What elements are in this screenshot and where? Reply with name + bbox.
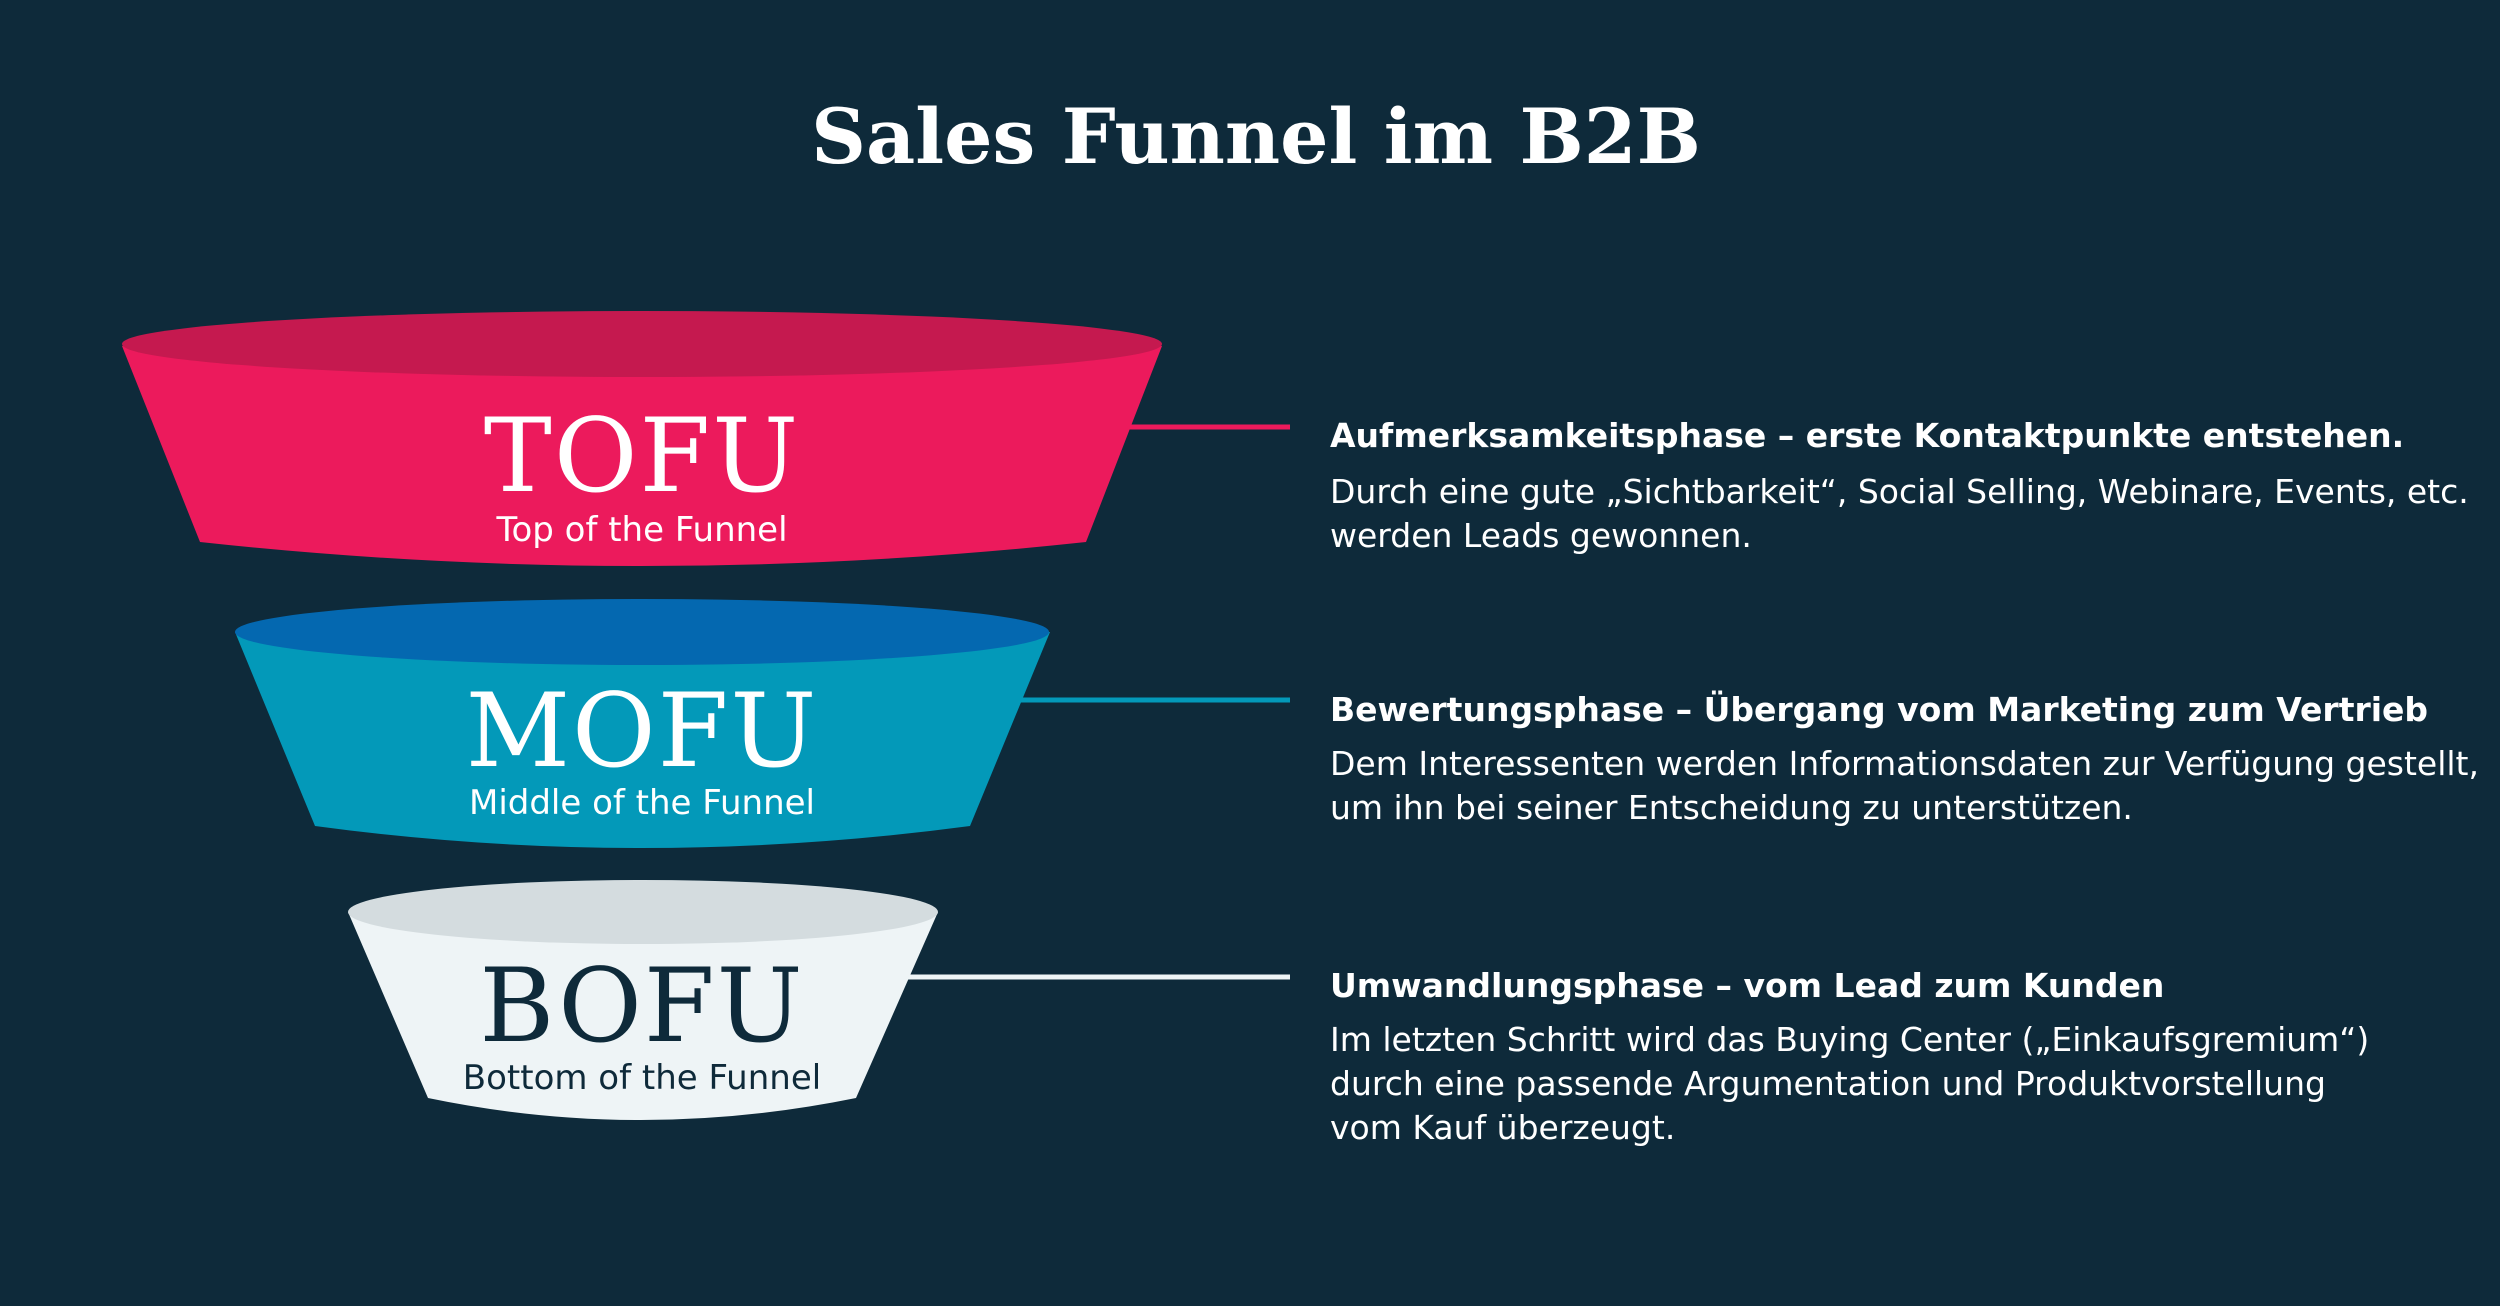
tofu-rim (122, 311, 1162, 377)
tofu-description-line: Durch eine gute „Sichtbarkeit“, Social S… (1330, 472, 2469, 511)
mofu-description-line: Dem Interessenten werden Informationsdat… (1330, 744, 2479, 783)
funnel-segment-mofu (235, 599, 1050, 848)
bofu-code-label: BOFU (479, 947, 805, 1066)
bofu-description-text: Im letzten Schritt wird das Buying Cente… (1330, 1018, 2490, 1150)
page-title: Sales Funnel im B2B (811, 92, 1701, 181)
bofu-rim (348, 880, 938, 944)
mofu-rim (235, 599, 1049, 665)
tofu-name-label: Top of the Funnel (496, 510, 788, 550)
bofu-name-label: Bottom of the Funnel (462, 1058, 822, 1098)
bofu-description-line: Im letzten Schritt wird das Buying Cente… (1330, 1020, 2370, 1059)
tofu-description-line: werden Leads gewonnen. (1330, 516, 1752, 555)
mofu-name-label: Middle of the Funnel (468, 783, 815, 823)
tofu-body (122, 346, 1162, 566)
funnel-segment-bofu (348, 880, 938, 1120)
funnel-segment-tofu (122, 311, 1162, 566)
bofu-description-heading: Umwandlungsphase – vom Lead zum Kunden (1330, 966, 2165, 1005)
tofu-description-text: Durch eine gute „Sichtbarkeit“, Social S… (1330, 470, 2490, 558)
bofu-body (348, 912, 938, 1120)
mofu-description-line: um ihn bei seiner Entscheidung zu unters… (1330, 788, 2133, 827)
tofu-description-heading: Aufmerksamkeitsphase – erste Kontaktpunk… (1330, 416, 2405, 455)
mofu-code-label: MOFU (465, 672, 819, 791)
bofu-description-line: vom Kauf überzeugt. (1330, 1108, 1676, 1147)
mofu-body (235, 632, 1050, 848)
mofu-description-text: Dem Interessenten werden Informationsdat… (1330, 742, 2490, 830)
bofu-description-line: durch eine passende Argumentation und Pr… (1330, 1064, 2326, 1103)
mofu-description-heading: Bewertungsphase – Übergang vom Marketing… (1330, 690, 2429, 729)
tofu-code-label: TOFU (483, 397, 801, 516)
